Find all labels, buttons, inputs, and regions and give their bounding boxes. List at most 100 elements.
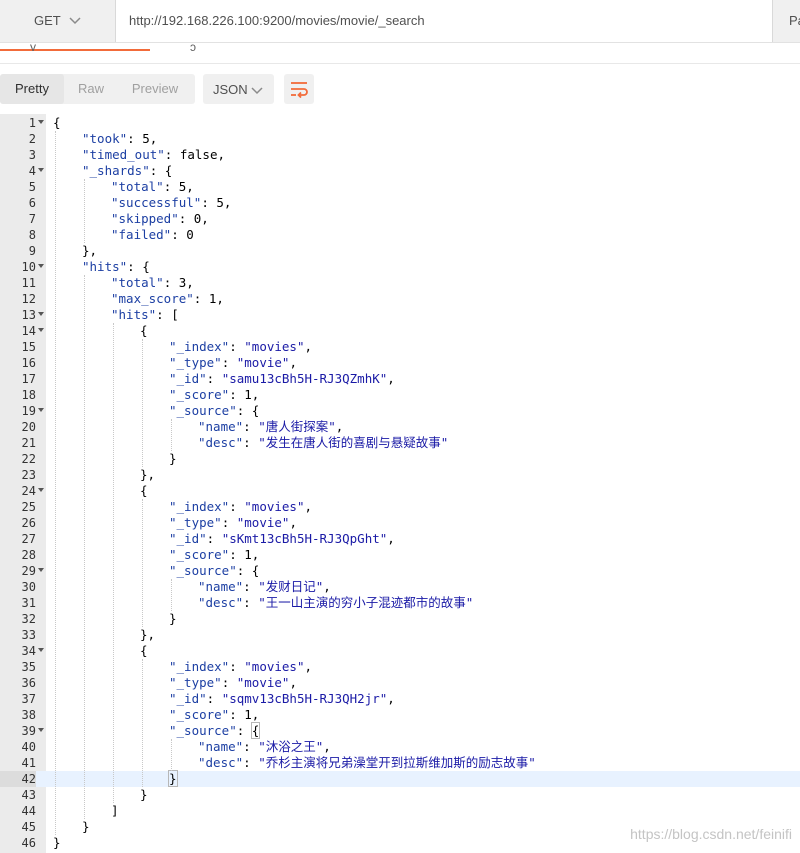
json-key: "skipped" [111, 211, 179, 226]
indent-guide [171, 579, 172, 611]
code-line: 21"desc": "发生在唐人街的喜剧与悬疑故事" [0, 435, 800, 451]
view-raw-button[interactable]: Raw [77, 81, 104, 96]
json-key: "desc" [198, 595, 244, 610]
fold-toggle-icon[interactable] [38, 120, 44, 124]
line-number: 40 [21, 740, 36, 754]
code-text: "_index": "movies", [169, 659, 312, 675]
json-punct: : 5, [127, 131, 158, 146]
code-text: "successful": 5, [111, 195, 231, 211]
code-line: 10"hits": { [0, 259, 800, 275]
code-text: "_score": 1, [169, 707, 259, 723]
json-punct: : { [236, 563, 260, 578]
code-text: "_index": "movies", [169, 339, 312, 355]
json-punct: : [ [156, 307, 179, 322]
method-label: GET [34, 13, 61, 28]
json-punct: : 3, [163, 275, 194, 290]
params-button[interactable]: Pa [772, 0, 800, 42]
format-select[interactable]: JSON [203, 74, 274, 104]
fold-toggle-icon[interactable] [38, 728, 44, 732]
code-line: 30"name": "发财日记", [0, 579, 800, 595]
code-text: "_id": "sKmt13cBh5H-RJ3QpGht", [169, 531, 395, 547]
json-string: "samu13cBh5H-RJ3QZmhK" [221, 371, 388, 386]
code-text: "failed": 0 [111, 227, 194, 243]
response-body-editor[interactable]: 1{2"took": 5,3"timed_out": false,4"_shar… [0, 114, 800, 853]
json-string: "movies" [244, 659, 305, 674]
json-punct: }, [140, 627, 156, 642]
line-number: 16 [21, 356, 36, 370]
code-line: 11 "total": 3, [0, 275, 800, 291]
view-preview-button[interactable]: Preview [131, 81, 179, 96]
code-line: 17"_id": "samu13cBh5H-RJ3QZmhK", [0, 371, 800, 387]
json-key: "name" [198, 579, 244, 594]
json-string: "sKmt13cBh5H-RJ3QpGht" [221, 531, 388, 546]
fold-toggle-icon[interactable] [38, 648, 44, 652]
request-bar: GET http://192.168.226.100:9200/movies/m… [0, 0, 800, 43]
chevron-down-icon [69, 17, 81, 25]
line-number: 8 [28, 228, 36, 242]
chevron-down-icon [251, 87, 263, 95]
tab-body[interactable]: y [30, 43, 36, 51]
line-number: 12 [21, 292, 36, 306]
line-number: 24 [21, 484, 36, 498]
fold-toggle-icon[interactable] [38, 408, 44, 412]
code-line: 41"desc": "乔杉主演将兄弟澡堂开到拉斯维加斯的励志故事" [0, 755, 800, 771]
json-string: "sqmv13cBh5H-RJ3QH2jr" [221, 691, 388, 706]
code-line: 25"_index": "movies", [0, 499, 800, 515]
json-string: "movie" [236, 515, 290, 530]
method-select[interactable]: GET [0, 0, 116, 42]
code-line: 6"successful": 5, [0, 195, 800, 211]
tab-cookies[interactable]: ɔ [190, 43, 196, 51]
watermark-text: https://blog.csdn.net/feinifi [630, 826, 792, 842]
fold-toggle-icon[interactable] [38, 568, 44, 572]
fold-toggle-icon[interactable] [38, 488, 44, 492]
code-text: "_shards": { [82, 163, 172, 179]
json-key: "successful" [111, 195, 202, 210]
json-punct: : [243, 739, 259, 754]
code-line: 46} [0, 835, 800, 851]
active-tab-indicator [0, 49, 150, 51]
json-string: "movies" [244, 339, 305, 354]
json-key: "hits" [111, 307, 157, 322]
fold-toggle-icon[interactable] [38, 264, 44, 268]
json-key: "total" [111, 275, 164, 290]
fold-toggle-icon[interactable] [38, 312, 44, 316]
code-line: 26"_type": "movie", [0, 515, 800, 531]
json-punct: : [221, 675, 237, 690]
code-line: 34{ [0, 643, 800, 659]
code-line: 40 "name": "沐浴之王", [0, 739, 800, 755]
line-number: 1 [28, 116, 36, 130]
line-number: 35 [21, 660, 36, 674]
json-punct: : 1, [229, 707, 260, 722]
line-number: 19 [21, 404, 36, 418]
line-number: 11 [21, 276, 36, 290]
wrap-lines-button[interactable] [284, 74, 314, 104]
json-punct: , [304, 339, 313, 354]
code-text: "_source": { [169, 563, 259, 579]
code-text: } [168, 770, 178, 787]
json-string: "沐浴之王" [258, 739, 324, 754]
json-punct: : 0, [178, 211, 209, 226]
json-punct: : 0 [171, 227, 194, 242]
indent-guide [142, 339, 143, 467]
json-key: "name" [198, 419, 244, 434]
line-number: 39 [21, 724, 36, 738]
indent-guide [84, 275, 85, 819]
code-line: 8 "failed": 0 [0, 227, 800, 243]
code-line: 31"desc": "王一山主演的穷小子混迹都市的故事" [0, 595, 800, 611]
code-text: "_id": "samu13cBh5H-RJ3QZmhK", [169, 371, 395, 387]
code-text: "total": 5, [111, 179, 194, 195]
json-key: "failed" [111, 227, 172, 242]
indent-guide [84, 179, 85, 243]
fold-toggle-icon[interactable] [38, 168, 44, 172]
view-pretty-button[interactable]: Pretty [0, 74, 64, 104]
line-number: 44 [21, 804, 36, 818]
json-punct: : [206, 531, 222, 546]
json-punct: , [323, 739, 331, 754]
json-punct: : { [127, 259, 150, 274]
json-key: "_score" [169, 707, 230, 722]
url-input[interactable]: http://192.168.226.100:9200/movies/movie… [116, 0, 772, 42]
code-text: } [140, 787, 148, 803]
json-key: "name" [198, 739, 244, 754]
fold-toggle-icon[interactable] [38, 328, 44, 332]
json-key: "_source" [169, 403, 237, 418]
